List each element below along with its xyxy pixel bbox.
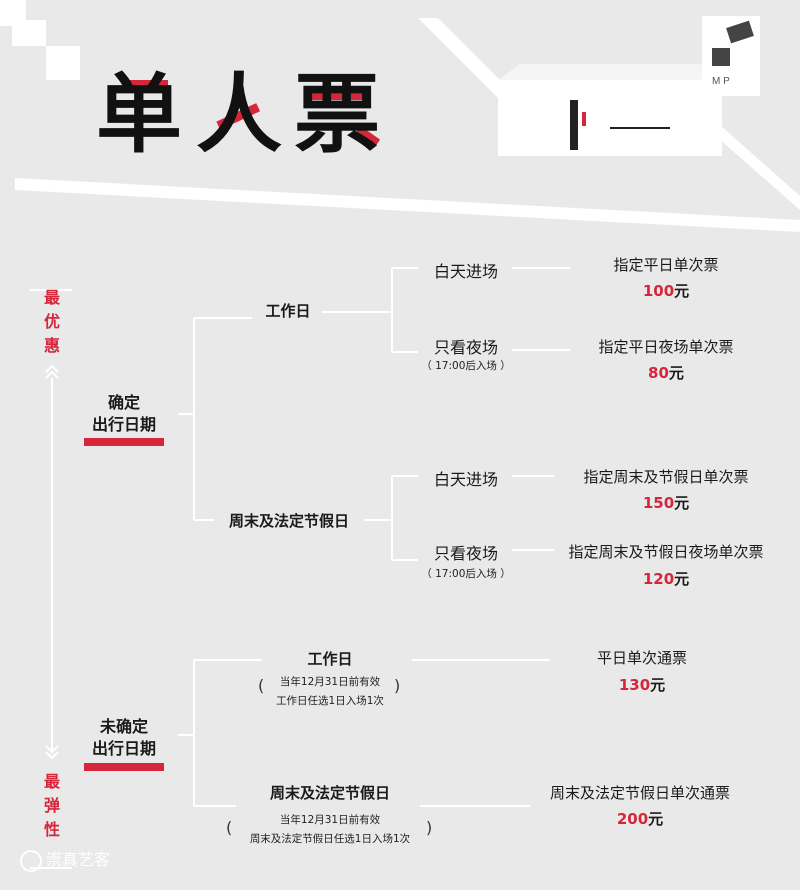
fixed-weekend-night-price: 120元 [642, 570, 690, 588]
title-char-1: 单 [96, 65, 182, 165]
title-char-3: 票 [294, 65, 380, 165]
flexible-weekend-paren-right: ) [426, 818, 433, 837]
watermark: 崇真艺客 [20, 846, 110, 872]
flexible-weekend-paren-left: ( [226, 818, 233, 837]
fixed-weekday-night-ticket: 指定平日夜场单次票 [598, 338, 734, 356]
fixed-weekday-label: 工作日 [265, 302, 311, 320]
title-char-2: 人 [196, 65, 282, 165]
fixed-weekend-day-option: 白天进场 [433, 470, 499, 489]
flexible-weekend-price: 200元 [616, 810, 664, 828]
label-most-flexible: 最 弹 性 [43, 772, 60, 839]
flexible-weekday-paren-left: ( [258, 676, 265, 695]
svg-text:M P: M P [712, 76, 730, 87]
watermark-logo-icon [20, 849, 42, 872]
label-best-value: 最 优 惠 [43, 288, 60, 355]
fixed-weekend-label: 周末及法定节假日 [228, 512, 350, 530]
flexible-weekday-paren-right: ) [394, 676, 401, 695]
fixed-weekday-day-price: 100元 [642, 282, 690, 300]
flexible-date-underline [84, 763, 164, 771]
flexible-weekday-note-validity: 当年12月31日前有效 [279, 676, 381, 688]
fixed-weekday-night-option: 只看夜场 [433, 338, 499, 357]
fixed-weekend-day-ticket: 指定周末及节假日单次票 [583, 468, 749, 486]
fixed-weekday-day-option: 白天进场 [433, 262, 499, 281]
flexible-weekday-ticket: 平日单次通票 [596, 649, 688, 667]
fixed-weekday-day-ticket: 指定平日单次票 [613, 256, 719, 274]
flexible-weekday-note-entry: 工作日任选1日入场1次 [276, 695, 384, 707]
flexible-weekday-label: 工作日 [307, 650, 353, 668]
fixed-weekend-night-ticket: 指定周末及节假日夜场单次票 [568, 543, 764, 561]
fixed-weekend-night-option: 只看夜场 [433, 544, 499, 563]
fixed-weekend-day-price: 150元 [642, 494, 690, 512]
fixed-weekday-night-price: 80元 [648, 364, 684, 382]
fixed-weekend-night-note: （ 17:00后入场 ） [421, 568, 511, 580]
flexible-weekday-price: 130元 [618, 676, 666, 694]
flexible-weekend-note-validity: 当年12月31日前有效 [279, 814, 381, 826]
fixed-date-label: 确定 出行日期 [91, 393, 157, 434]
flexible-weekend-note-entry: 周末及法定节假日任选1日入场1次 [249, 833, 411, 845]
fixed-date-underline [84, 438, 164, 446]
flexible-date-label: 未确定 出行日期 [91, 717, 157, 758]
fixed-weekday-night-note: （ 17:00后入场 ） [421, 360, 511, 372]
flexible-weekend-label: 周末及法定节假日 [269, 784, 391, 802]
flexible-weekend-ticket: 周末及法定节假日单次通票 [549, 784, 731, 802]
